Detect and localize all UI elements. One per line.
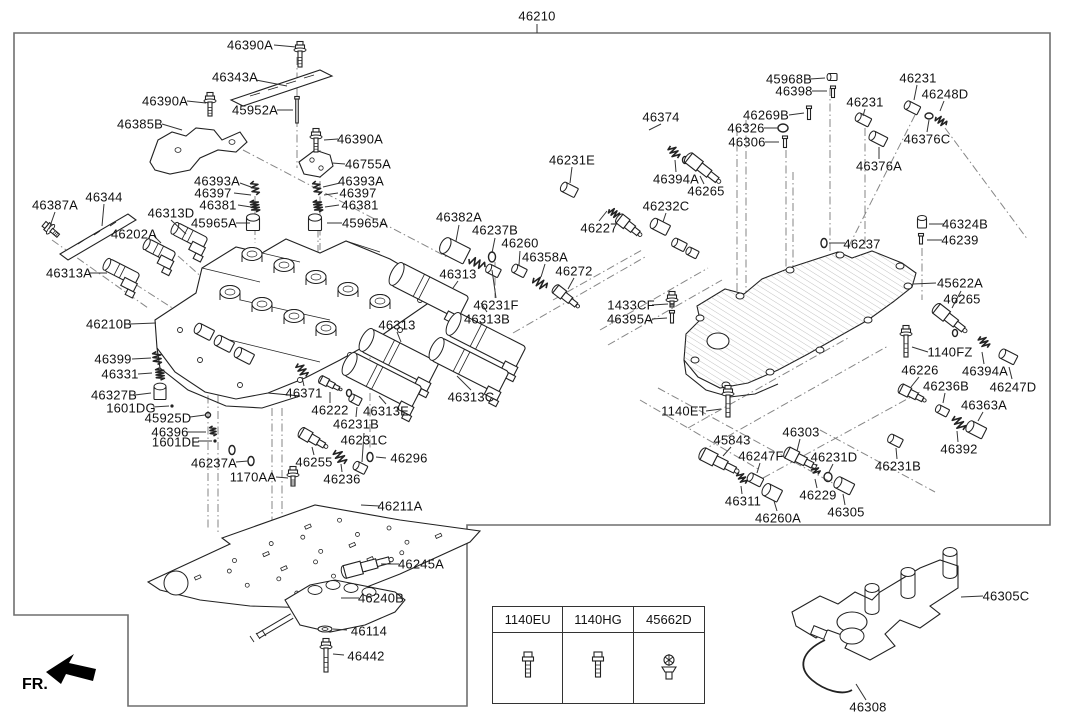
diagram-border — [13, 32, 1051, 707]
fr-direction-arrow-icon — [46, 654, 96, 684]
bolt-icon — [493, 633, 564, 703]
label-leader-lines — [48, 24, 1013, 701]
bolt-icon — [563, 633, 634, 703]
legend-code: 45662D — [633, 607, 704, 633]
fastener-legend-table: 1140EU 1140HG 45662D — [492, 606, 705, 704]
fr-direction-label: FR. — [22, 676, 48, 693]
legend-code: 1140HG — [563, 607, 634, 633]
small-part-drawings — [41, 40, 1019, 673]
valve-body-drawings — [59, 69, 959, 694]
assembly-guide-lines — [51, 57, 1029, 548]
legend-code: 1140EU — [493, 607, 564, 633]
retainer-clip-icon — [634, 633, 704, 703]
